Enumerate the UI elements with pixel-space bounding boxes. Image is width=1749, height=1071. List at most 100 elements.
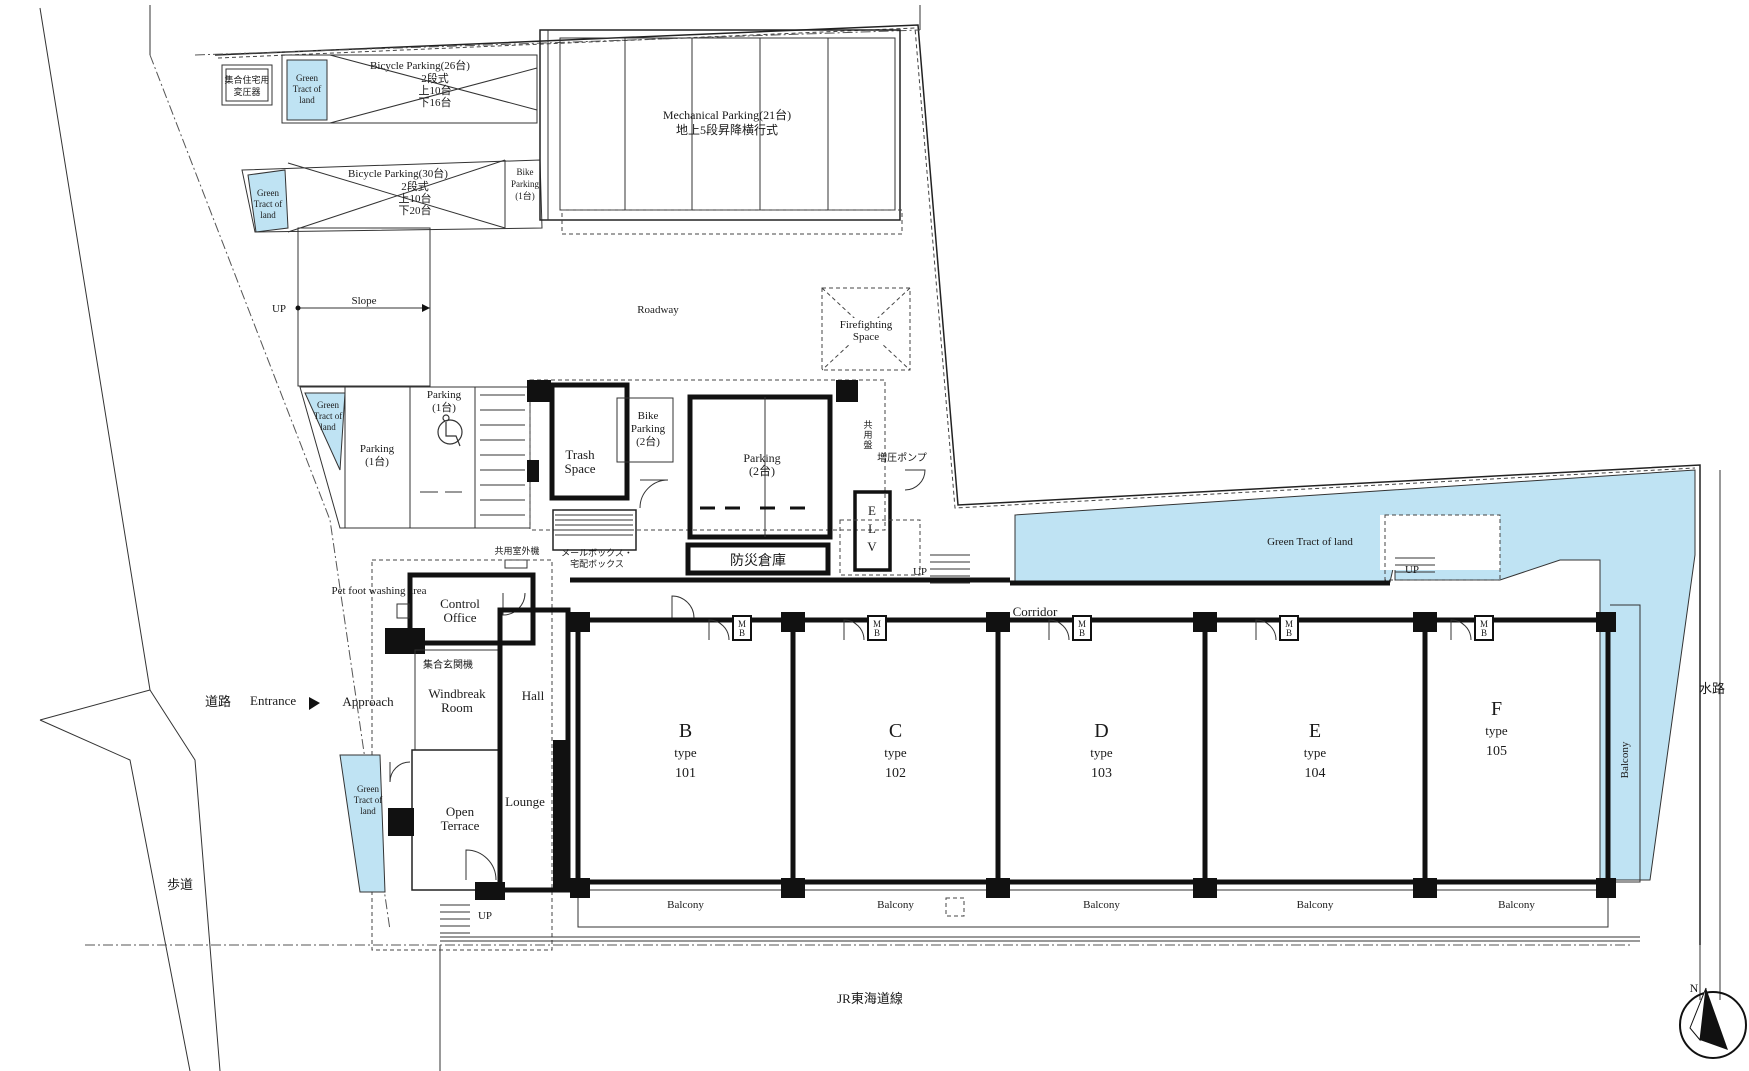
terrace-label-1: Open <box>446 804 475 819</box>
svg-text:共: 共 <box>863 420 872 430</box>
intercom-label: 集合玄関機 <box>423 658 473 671</box>
svg-text:(2台): (2台) <box>636 434 660 448</box>
svg-text:(2台): (2台) <box>749 463 775 478</box>
svg-text:下20台: 下20台 <box>399 203 432 217</box>
entry-door <box>1450 619 1472 641</box>
side-balcony-label: Balcony <box>1619 741 1631 778</box>
mb-box <box>1072 615 1092 641</box>
svg-text:Green: Green <box>357 784 379 794</box>
unit-number: 105 <box>1486 744 1507 759</box>
windbreak-label-1: Windbreak <box>428 686 486 701</box>
hall-label: Hall <box>522 688 545 703</box>
svg-text:Green: Green <box>257 188 279 198</box>
windbreak-label-2: Room <box>441 700 473 715</box>
accessible-parking-icon <box>437 414 463 447</box>
transformer-label-2: 変圧器 <box>233 86 260 97</box>
svg-text:Green: Green <box>296 73 318 83</box>
svg-text:Tract of: Tract of <box>254 199 282 209</box>
svg-text:Tract of: Tract of <box>314 411 342 421</box>
structural-column <box>1417 612 1437 632</box>
firefighting-space: Firefighting Space <box>821 287 911 371</box>
mailbox-and-storage: メールボックス・ 宅配ボックス 共用室外機 防災倉庫 UP <box>494 509 970 584</box>
entry-door <box>1255 619 1277 641</box>
unit-number: 104 <box>1305 766 1326 781</box>
svg-text:水路: 水路 <box>1699 681 1725 696</box>
svg-text:Firefighting: Firefighting <box>840 319 893 331</box>
terrace-up-label: UP <box>478 910 492 922</box>
entrance-label: Entrance <box>250 693 296 708</box>
slope-label: Slope <box>351 295 376 307</box>
svg-text:Space: Space <box>853 331 879 343</box>
unit-outline <box>1422 617 1611 885</box>
waterway-label: 水路 <box>1699 681 1725 696</box>
approach-label: Approach <box>342 694 394 709</box>
mb-box <box>1279 615 1299 641</box>
structural-column <box>570 878 590 898</box>
mb-label: B <box>874 628 880 638</box>
mb-box <box>867 615 887 641</box>
lobby-block: Control Office 集合玄関機 Windbreak Room Hall… <box>385 572 571 934</box>
north-arrow-icon: N <box>1679 981 1747 1059</box>
entry-door <box>708 619 730 641</box>
balcony-label: Balcony <box>1297 899 1334 911</box>
svg-text:(1台): (1台) <box>432 400 456 414</box>
service-core: Trash Space Bike Parking (2台) Parking (2… <box>527 379 927 572</box>
svg-text:land: land <box>320 422 336 432</box>
structural-column <box>1197 612 1217 632</box>
terrace-label-2: Terrace <box>441 818 480 833</box>
approach-area: Pet foot washing area Entrance Approach … <box>250 559 553 951</box>
green-tract-left-1: Green Tract of land <box>304 392 346 471</box>
svg-text:上10台: 上10台 <box>399 191 432 205</box>
balcony-label: Balcony <box>1498 899 1535 911</box>
svg-text:E: E <box>868 503 876 518</box>
structural-column <box>1596 878 1616 898</box>
mb-label: B <box>1481 628 1487 638</box>
control-office-label-1: Control <box>440 596 480 611</box>
mb-label: M <box>1078 619 1086 629</box>
svg-text:メールボックス・: メールボックス・ <box>561 548 633 558</box>
svg-text:Tract of: Tract of <box>293 84 321 94</box>
units-layer: MBBtype101BalconyMBCtype102BalconyMBDtyp… <box>570 612 1631 911</box>
corridor-label: Corridor <box>1013 604 1058 619</box>
svg-text:Parking: Parking <box>360 443 395 455</box>
svg-text:L: L <box>868 521 876 536</box>
green-tract-top-2: Green Tract of land <box>247 169 289 233</box>
lounge-label: Lounge <box>505 794 545 809</box>
mb-label: B <box>1079 628 1085 638</box>
svg-text:増圧ポンプ: 増圧ポンプ <box>877 451 927 464</box>
mb-box <box>1474 615 1494 641</box>
structural-column <box>785 612 805 632</box>
svg-text:(1台): (1台) <box>515 190 535 201</box>
structural-column <box>1197 878 1217 898</box>
green-tract-top-1: Green Tract of land <box>286 59 328 121</box>
svg-text:Trash: Trash <box>565 447 595 462</box>
unit-type-word: type <box>1485 723 1508 738</box>
structural-column <box>785 878 805 898</box>
slope-up-label: UP <box>272 303 286 315</box>
svg-text:Parking: Parking <box>427 389 462 401</box>
svg-text:Bike: Bike <box>517 167 534 177</box>
unit-number: 103 <box>1091 766 1112 781</box>
sidewalk-label: 歩道 <box>167 877 193 892</box>
svg-text:Bike: Bike <box>638 410 659 422</box>
pet-area-label: Pet foot washing area <box>332 585 427 597</box>
mb-label: B <box>1286 628 1292 638</box>
north-label: N <box>1690 981 1699 995</box>
unit-type-letter: F <box>1491 698 1502 720</box>
green-tract-right: Green Tract of land UP <box>1014 469 1696 881</box>
svg-text:用: 用 <box>863 430 872 440</box>
svg-text:Bicycle Parking(30台): Bicycle Parking(30台) <box>348 166 448 180</box>
mb-label: M <box>1480 619 1488 629</box>
structural-column <box>990 612 1010 632</box>
entry-door <box>843 619 865 641</box>
transformer: 集合住宅用 変圧器 <box>221 64 273 106</box>
mb-label: M <box>738 619 746 629</box>
structural-column <box>1596 612 1616 632</box>
balcony-label: Balcony <box>877 899 914 911</box>
